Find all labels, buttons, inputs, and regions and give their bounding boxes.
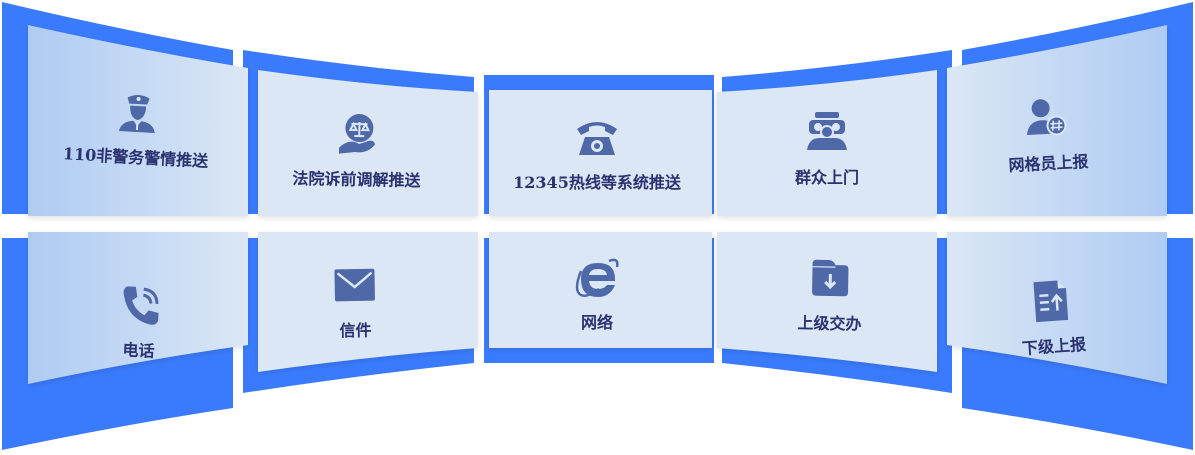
channel-label: 12345热线等系统推送: [513, 173, 681, 192]
internet-explorer-icon: [575, 258, 619, 297]
file-upload-icon: [1033, 280, 1069, 323]
mail-icon: [334, 268, 375, 302]
channel-court-mediation[interactable]: 法院诉前调解推送: [266, 110, 447, 191]
channel-label: 网络: [580, 313, 613, 332]
channel-12345-hotline[interactable]: 12345热线等系统推送: [497, 115, 697, 193]
channel-letter[interactable]: 信件: [264, 261, 445, 342]
crowd-icon: [807, 112, 847, 150]
channel-walk-in[interactable]: 群众上门: [737, 110, 917, 188]
channel-label: 上级交办: [797, 313, 862, 334]
channel-label: 法院诉前调解推送: [292, 168, 421, 191]
police-icon: [118, 95, 155, 133]
channel-internet[interactable]: 网络: [507, 255, 687, 333]
channel-110-police[interactable]: 110非警务警情推送: [45, 85, 229, 172]
channel-subordinate-report[interactable]: 下级上报: [959, 273, 1144, 363]
justice-scale-icon: [338, 114, 376, 154]
folder-download-icon: [812, 259, 849, 297]
channel-superior-assigned[interactable]: 上级交办: [739, 254, 920, 335]
grid-officer-icon: [1026, 99, 1067, 136]
channel-grid-officer[interactable]: 网格员上报: [955, 91, 1139, 178]
channel-phone[interactable]: 电话: [48, 278, 232, 365]
phone-call-icon: [123, 286, 159, 325]
telephone-icon: [577, 122, 617, 155]
channel-label: 信件: [339, 320, 372, 341]
channel-label: 群众上门: [794, 168, 859, 187]
